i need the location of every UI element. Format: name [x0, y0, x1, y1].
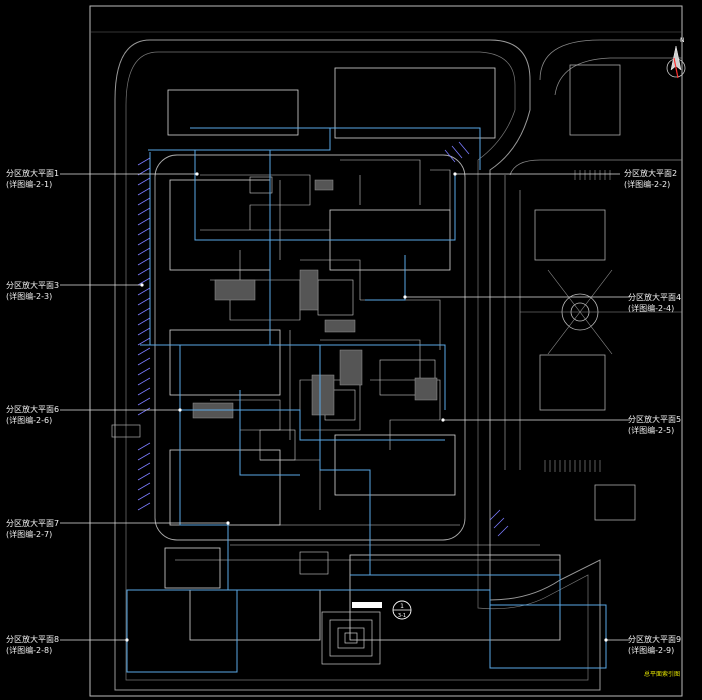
callout-zone-4-ref: (详图编-2-4): [628, 304, 675, 313]
callout-zone-4[interactable]: 分区放大平面4 (详图编-2-4): [628, 292, 681, 314]
callout-zone-5-title: 分区放大平面5: [628, 415, 682, 424]
north-arrow: N: [666, 37, 686, 79]
callout-zone-1[interactable]: 分区放大平面1 (详图编-2-1): [6, 168, 59, 190]
gate-box: [111, 424, 141, 438]
north-label: N: [680, 37, 685, 44]
callout-zone-9-ref: (详图编-2-9): [628, 646, 675, 655]
callout-zone-4-title: 分区放大平面4: [628, 293, 682, 302]
detail-index-marker: 1 3-1: [392, 600, 412, 620]
neighbour-building-a: [534, 209, 606, 261]
paving-hatch: [192, 179, 438, 419]
landscape-detail-lines: [175, 159, 560, 575]
detail-marker-bottom: 3-1: [398, 613, 406, 619]
callout-zone-7[interactable]: 分区放大平面7 (详图编-2-7): [6, 518, 59, 540]
callout-zone-6[interactable]: 分区放大平面6 (详图编-2-6): [6, 404, 59, 426]
detail-marker-top: 1: [400, 603, 404, 610]
callout-points: [125, 172, 608, 642]
neighbour-building-top: [569, 64, 621, 136]
label-tag: [352, 602, 382, 608]
callout-zone-9-title: 分区放大平面9: [628, 635, 682, 644]
callout-zone-1-title: 分区放大平面1: [6, 169, 60, 178]
callout-zone-2-title: 分区放大平面2: [624, 169, 678, 178]
neighbour-building-c: [594, 484, 636, 521]
zone-division-lines: [126, 127, 607, 673]
callout-zone-2-ref: (详图编-2-2): [624, 180, 671, 189]
curb-stripes: [544, 170, 611, 472]
residential-buildings: [164, 67, 561, 641]
callout-zone-3-title: 分区放大平面3: [6, 281, 60, 290]
callout-zone-7-ref: (详图编-2-7): [6, 530, 53, 539]
callout-zone-8-ref: (详图编-2-8): [6, 646, 53, 655]
callout-zone-7-title: 分区放大平面7: [6, 519, 60, 528]
inner-road-line: [125, 51, 589, 681]
callout-zone-3[interactable]: 分区放大平面3 (详图编-2-3): [6, 280, 59, 302]
neighbour-axis-d2: [547, 269, 613, 355]
callout-zone-8[interactable]: 分区放大平面8 (详图编-2-8): [6, 634, 59, 656]
neighbour-building-b: [539, 354, 606, 411]
callout-zone-3-ref: (详图编-2-3): [6, 292, 53, 301]
callout-zone-2[interactable]: 分区放大平面2 (详图编-2-2): [624, 168, 677, 190]
drawing-frame: [89, 5, 683, 697]
callout-zone-9[interactable]: 分区放大平面9 (详图编-2-9): [628, 634, 681, 656]
callout-leaders: [60, 173, 630, 641]
inner-courtyard-boundary: [154, 154, 466, 541]
entrance-plaza: [321, 611, 381, 665]
corner-note: 总平面索引图: [644, 671, 681, 678]
callout-zone-5-ref: (详图编-2-5): [628, 426, 675, 435]
neighbour-road-right: [504, 159, 682, 470]
callout-zone-1-ref: (详图编-2-1): [6, 180, 53, 189]
callout-zone-6-title: 分区放大平面6: [6, 405, 60, 414]
neighbour-road-curve: [539, 39, 682, 81]
parking-stalls: [137, 141, 509, 537]
callout-zone-5[interactable]: 分区放大平面5 (详图编-2-5): [628, 414, 681, 436]
callout-zone-6-ref: (详图编-2-6): [6, 416, 53, 425]
neighbour-road-curve-2: [554, 57, 682, 96]
callout-zone-8-title: 分区放大平面8: [6, 635, 60, 644]
